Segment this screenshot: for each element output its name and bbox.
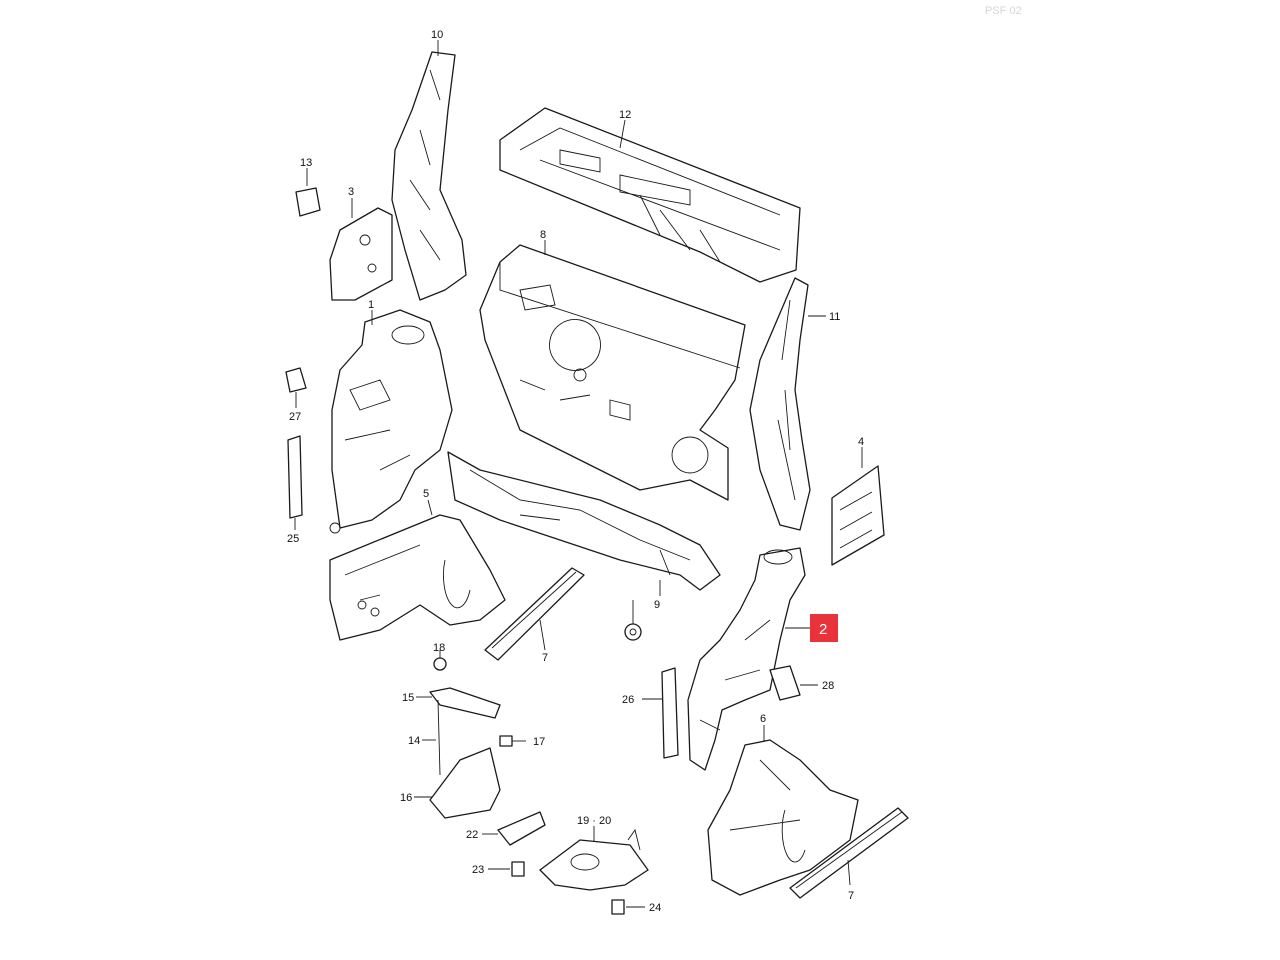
part-18-nut[interactable] bbox=[433, 657, 447, 671]
part-6-side-member-right[interactable] bbox=[707, 739, 859, 896]
callout-16: 16 bbox=[400, 792, 412, 804]
part-25-strip-right[interactable] bbox=[661, 667, 679, 759]
part-8-dash-panel[interactable] bbox=[479, 244, 746, 501]
callout-25: 26 bbox=[622, 694, 634, 706]
part-23-bolt[interactable] bbox=[611, 899, 625, 915]
callout-9: 9 bbox=[654, 599, 660, 611]
callout-7-right: 7 bbox=[848, 890, 854, 902]
callout-19-20: 19 · 20 bbox=[577, 815, 611, 827]
part-24-strip-left[interactable] bbox=[287, 435, 303, 519]
part-17-bolt[interactable] bbox=[499, 735, 526, 747]
part-12-cowl-panel[interactable] bbox=[499, 107, 801, 283]
callout-17: 17 bbox=[533, 736, 545, 748]
callout-5: 5 bbox=[423, 488, 429, 500]
callout-3: 3 bbox=[348, 186, 354, 198]
part-2-wheelhouse-right[interactable] bbox=[687, 547, 806, 771]
watermark-text: PSF 02 bbox=[985, 5, 1022, 17]
part-26-clip[interactable] bbox=[285, 367, 307, 393]
callout-21: 22 bbox=[466, 829, 478, 841]
part-22-bolt[interactable] bbox=[511, 861, 525, 877]
part-19-20-engine-mount[interactable] bbox=[539, 828, 649, 891]
callout-23: 24 bbox=[649, 902, 661, 914]
callout-27: 28 bbox=[822, 680, 834, 692]
part-7-rail-left[interactable] bbox=[484, 567, 585, 661]
part-5-side-member-left[interactable] bbox=[329, 514, 506, 641]
callout-6: 6 bbox=[760, 713, 766, 725]
callout-26: 27 bbox=[289, 411, 301, 423]
part-14-rod[interactable] bbox=[437, 699, 441, 776]
callout-11: 11 bbox=[829, 311, 840, 323]
callout-1: 1 bbox=[368, 299, 374, 311]
callout-24: 25 bbox=[287, 533, 299, 545]
part-4-plate[interactable] bbox=[831, 465, 885, 566]
part-15-plate[interactable] bbox=[429, 687, 501, 719]
part-13-block[interactable] bbox=[295, 187, 321, 217]
callout-8: 8 bbox=[540, 229, 546, 241]
part-9-cross-member[interactable] bbox=[447, 451, 721, 591]
callout-7-left: 7 bbox=[542, 652, 548, 664]
callout-2: 2 bbox=[819, 621, 827, 638]
part-10-pillar-strip[interactable] bbox=[391, 51, 467, 301]
part-3-bracket[interactable] bbox=[329, 207, 393, 301]
part-21-bracket[interactable] bbox=[497, 811, 546, 846]
part-7-rail-right[interactable] bbox=[789, 807, 909, 899]
callout-10: 10 bbox=[431, 29, 443, 41]
callout-15: 15 bbox=[402, 692, 414, 704]
callout-13: 13 bbox=[300, 157, 312, 169]
callout-22: 23 bbox=[472, 864, 484, 876]
callout-18: 18 bbox=[433, 642, 445, 654]
callout-4: 4 bbox=[858, 436, 864, 448]
part-27-bracket[interactable] bbox=[769, 665, 801, 701]
highlighted-callout-2[interactable]: 2 bbox=[810, 614, 838, 642]
callout-14: 14 bbox=[408, 735, 420, 747]
part-28-nut[interactable] bbox=[624, 623, 642, 641]
part-11-right-pillar[interactable] bbox=[749, 277, 811, 531]
part-1-wheelhouse-left[interactable] bbox=[329, 309, 453, 534]
part-16-mount-bracket[interactable] bbox=[429, 747, 501, 819]
callout-12: 12 bbox=[619, 109, 631, 121]
